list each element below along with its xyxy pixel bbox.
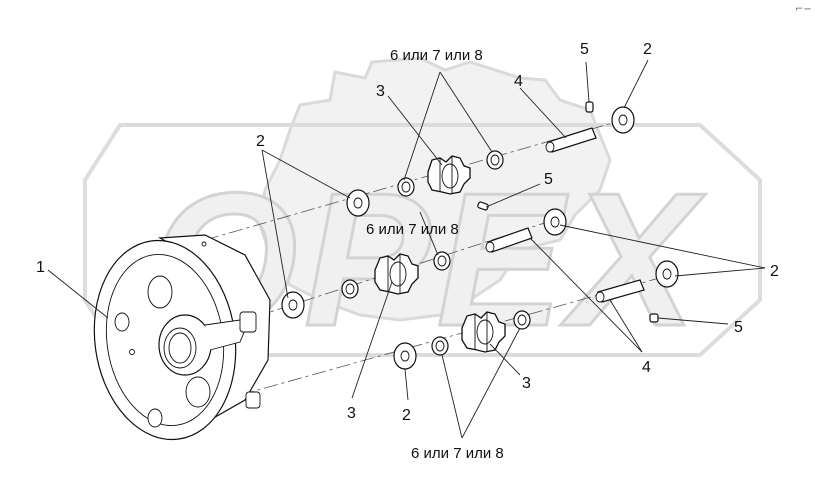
label-spacer-bottom: 6 или 7 или 8 — [411, 445, 504, 462]
label-gear-lower-left: 3 — [347, 405, 356, 422]
label-pin-middle: 5 — [544, 171, 553, 188]
gear-middle — [374, 253, 419, 295]
leader-lines — [47, 59, 766, 439]
watermark-ring — [83, 123, 762, 357]
lower-planet-set — [393, 260, 679, 370]
pin-lower — [649, 313, 659, 323]
label-pin-right: 5 — [734, 319, 743, 336]
label-washer-right: 2 — [770, 263, 779, 280]
pin-middle — [477, 201, 489, 211]
label-gear-lower-right: 3 — [522, 375, 531, 392]
pin-upper — [585, 101, 594, 113]
label-carrier: 1 — [36, 259, 45, 276]
label-axle-top: 4 — [514, 73, 523, 90]
label-washer-top-right: 2 — [643, 41, 652, 58]
callout-labels: 1 2 3 6 или 7 или 8 4 5 2 5 6 или 7 или … — [36, 41, 779, 462]
middle-planet-set — [281, 201, 567, 319]
label-spacer-middle: 6 или 7 или 8 — [366, 221, 459, 238]
label-axle-bottom-right: 4 — [642, 359, 651, 376]
gear-lower — [461, 311, 506, 353]
label-spacer-top: 6 или 7 или 8 — [390, 47, 483, 64]
upper-planet-set — [346, 101, 635, 217]
label-washer-bottom: 2 — [402, 407, 411, 424]
label-washer-upper-left: 2 — [256, 133, 265, 150]
planet-carrier — [93, 234, 271, 441]
corner-mark: ⌐− — [795, 4, 812, 15]
label-pin-top: 5 — [580, 41, 589, 58]
gear-upper — [427, 155, 471, 195]
label-gear-upper: 3 — [376, 83, 385, 100]
